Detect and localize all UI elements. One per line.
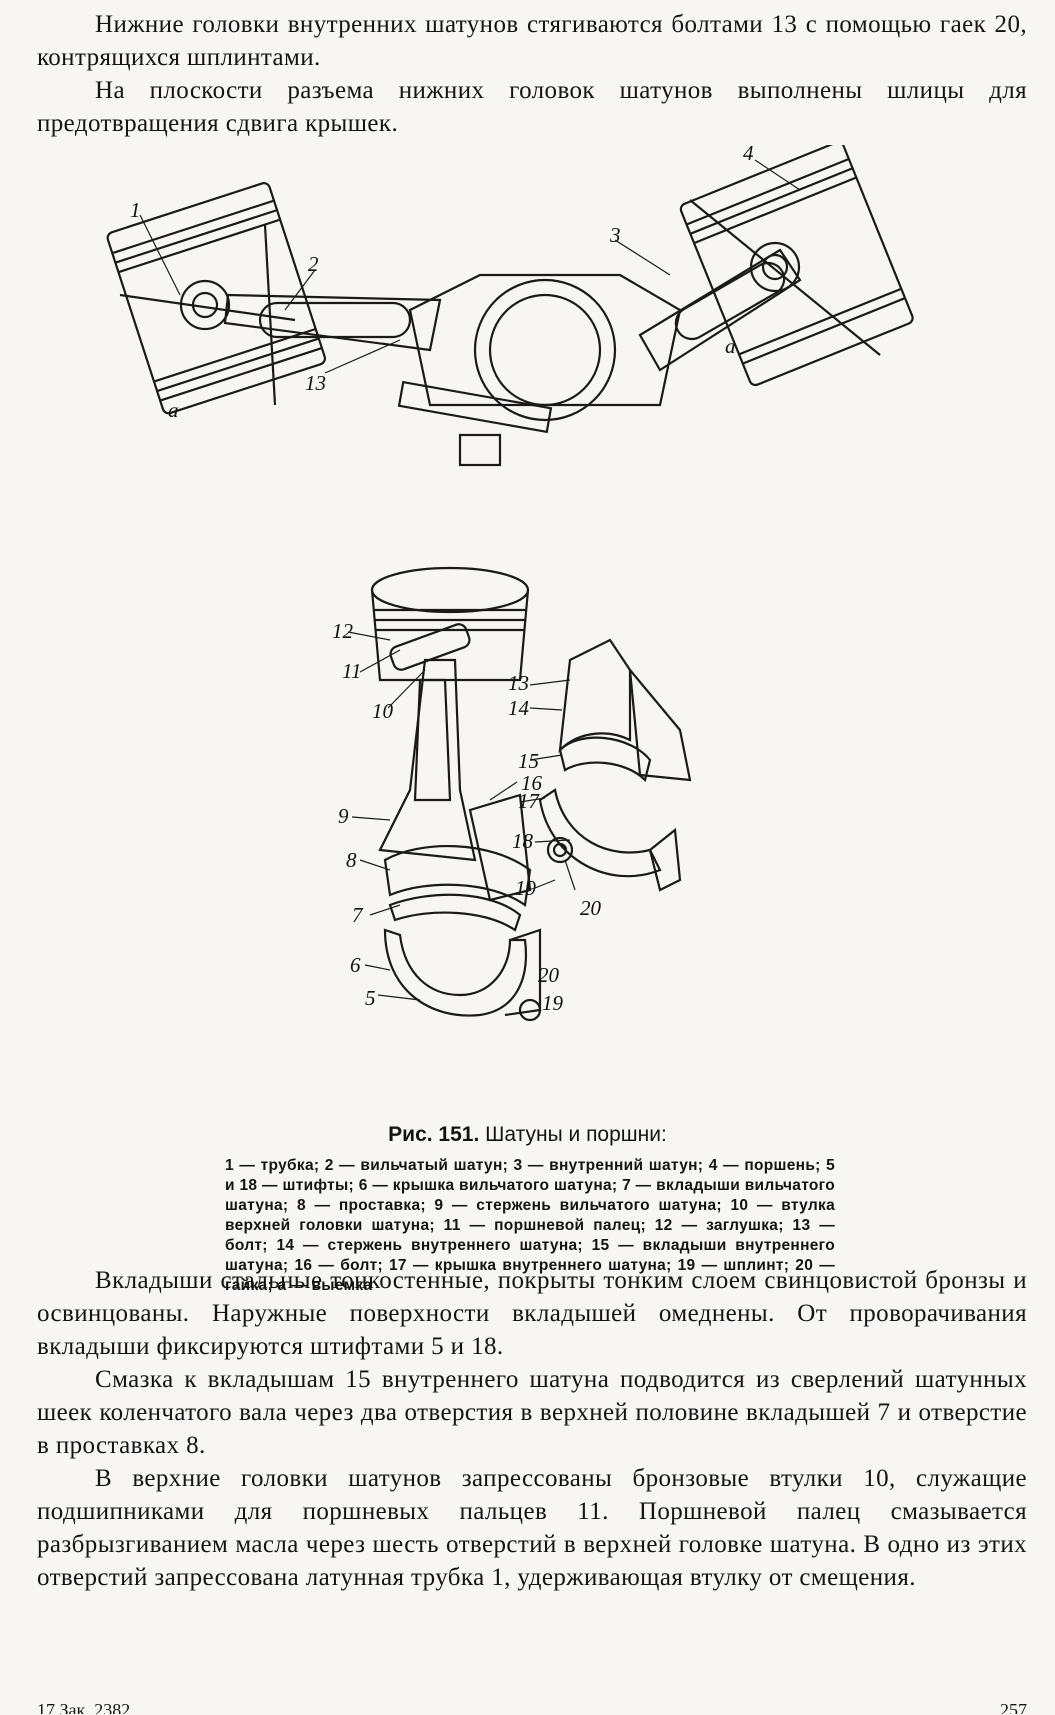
paragraph-top-1: Нижние головки внутренних шатунов стягив… — [37, 11, 1027, 71]
figure-title: Шатуны и поршни: — [485, 1123, 667, 1146]
figure-bottom-label-5: 5 — [365, 986, 376, 1010]
figure-bottom-label-14: 14 — [508, 696, 530, 720]
figure-bottom-label-17: 17 — [518, 789, 541, 813]
paragraph-top-2: На плоскости разъема нижних головок шату… — [37, 77, 1027, 137]
figure-bottom-label-19-lower: 19 — [542, 991, 564, 1015]
figure-bottom-label-6: 6 — [350, 953, 361, 977]
figure-bottom-label-19-upper: 19 — [515, 876, 537, 900]
footer-signature: 17 Зак. 2382 — [37, 1700, 131, 1714]
figure-top-label-13: 13 — [305, 371, 326, 395]
figure-top-label-1: 1 — [130, 198, 141, 222]
figure-connecting-rods-assembly: 1 2 3 4 13 a a — [100, 145, 970, 525]
figure-bottom-label-11: 11 — [342, 659, 361, 683]
figure-bottom-label-16: 16 — [521, 771, 543, 795]
figure-top-label-a-left: a — [168, 398, 179, 422]
paragraph-bottom-2: Смазка к вкладышам 15 внутреннего шатуна… — [37, 1366, 1027, 1459]
figure-caption-title: Рис. 151. Шатуны и поршни: — [0, 1123, 1055, 1147]
figure-bottom-label-20-upper: 20 — [580, 896, 602, 920]
figure-connecting-rod-exploded: 12 11 10 9 8 7 6 5 13 14 15 16 17 18 19 … — [330, 560, 770, 1105]
figure-top-label-3: 3 — [609, 223, 621, 247]
figure-bottom-label-15: 15 — [518, 749, 539, 773]
paragraph-bottom-3: В верхние головки шатунов запрессованы б… — [37, 1465, 1027, 1591]
figure-bottom-label-9: 9 — [338, 804, 349, 828]
figure-top-label-a-right: a — [725, 334, 736, 358]
page-footer: 17 Зак. 2382 257 — [37, 1700, 1027, 1714]
figure-bottom-label-7: 7 — [352, 903, 364, 927]
figure-bottom-label-10: 10 — [372, 699, 394, 723]
figure-top-label-2: 2 — [308, 252, 319, 276]
figure-legend: 1 — трубка; 2 — вильчатый шатун; 3 — вну… — [225, 1157, 835, 1294]
figure-top-label-4: 4 — [743, 145, 754, 165]
figure-bottom-label-18: 18 — [512, 829, 534, 853]
figure-bottom-label-8: 8 — [346, 848, 357, 872]
figure-bottom-label-12: 12 — [332, 619, 354, 643]
figure-top-drawing: 1 2 3 4 13 a a — [106, 145, 914, 467]
page-number: 257 — [1000, 1700, 1027, 1714]
paragraph-bottom-1: Вкладыши стальные тонкостенные, покрыты … — [37, 1267, 1027, 1360]
figure-bottom-label-13: 13 — [508, 671, 529, 695]
figure-bottom-label-20-lower: 20 — [538, 963, 560, 987]
figure-bottom-drawing: 12 11 10 9 8 7 6 5 13 14 15 16 17 18 19 … — [332, 566, 692, 1022]
figure-number: Рис. 151. — [388, 1123, 480, 1146]
